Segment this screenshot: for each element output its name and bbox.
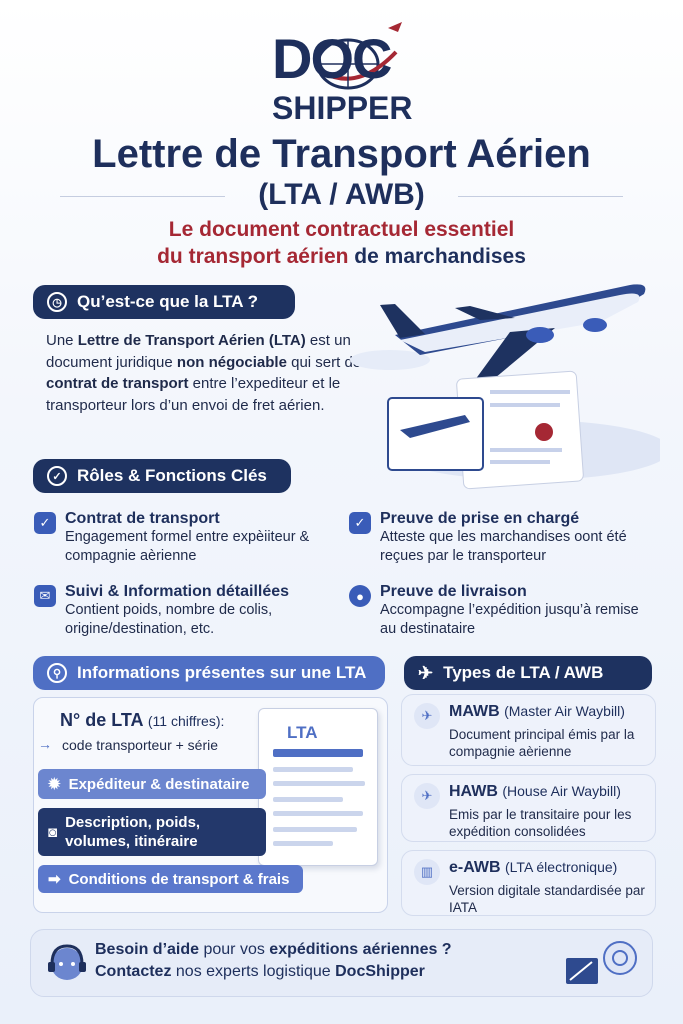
- roles-heading: ✓ Rôles & Fonctions Clés: [33, 459, 291, 493]
- tagline-rest: de marchandises: [348, 245, 526, 268]
- what-t1: Une: [46, 332, 78, 349]
- what-t3: qui sert de: [286, 353, 362, 371]
- plane-icon: ✈: [414, 783, 440, 809]
- footer-t1: pour vos: [199, 941, 270, 958]
- check-icon: ✓: [34, 512, 56, 534]
- role-contract: ✓ Contrat de transport Engagement formel…: [34, 510, 334, 566]
- type-desc: Version digitale standardisée par IATA: [449, 883, 645, 915]
- type-desc: Emis par le transitaire pour les expédit…: [449, 807, 632, 839]
- info-bar-description: ◙ Description, poids, volumes, itinéraire: [38, 808, 266, 856]
- roles-heading-label: Rôles & Fonctions Clés: [77, 466, 267, 485]
- plane-icon: ✈: [418, 662, 434, 683]
- footer-b1: Besoin d’aide: [95, 941, 200, 958]
- lta-number-title: N° de LTA: [60, 710, 143, 730]
- role-desc: Accompagne l’expédition jusqu’à remise a…: [380, 602, 639, 637]
- lta-number-label: N° de LTA (11 chiffres):: [60, 710, 224, 731]
- type-name: e-AWB: [449, 859, 501, 876]
- info-bar-shipper: ✹ Expéditeur & destinataire: [38, 769, 266, 799]
- footer-b2: expéditions aériennes ?: [269, 941, 452, 958]
- role-desc: Engagement formel entre expèiiteur & com…: [65, 529, 310, 564]
- footer-t2: nos experts logistique: [171, 963, 336, 980]
- footer-line2: Contactez nos experts logistique DocShip…: [95, 963, 425, 981]
- info-heading-label: Informations présentes sur une LTA: [77, 663, 367, 682]
- type-desc: Document principal émis par la compagnie…: [449, 727, 635, 759]
- type-full: (LTA électronique): [505, 859, 618, 875]
- role-proof-pickup: ✓ Preuve de prise en chargé Atteste que …: [349, 510, 649, 566]
- logistics-icon: [566, 941, 637, 984]
- type-full: (Master Air Waybill): [504, 703, 625, 719]
- airplane-icon: [380, 284, 646, 380]
- tagline-line2: du transport aérien de marchandises: [0, 245, 683, 269]
- plane-icon: ✈: [414, 703, 440, 729]
- footer-b4: DocShipper: [335, 963, 425, 980]
- device-icon: ▥: [414, 859, 440, 885]
- type-title: e-AWB (LTA électronique): [449, 859, 617, 877]
- info-bar-conditions: ➡ Conditions de transport & frais: [38, 865, 303, 893]
- type-mawb: ✈ MAWB (Master Air Waybill) Document pri…: [401, 694, 656, 766]
- lta-doc-label: LTA: [287, 723, 318, 742]
- types-heading: ✈ Types de LTA / AWB: [404, 656, 652, 690]
- footer-cta[interactable]: [30, 929, 653, 997]
- type-title: HAWB (House Air Waybill): [449, 783, 621, 801]
- type-name: HAWB: [449, 783, 498, 800]
- mail-icon: ✉: [34, 585, 56, 607]
- clock-icon: ◷: [47, 292, 67, 312]
- pin-icon: ●: [349, 585, 371, 607]
- role-desc: Contient poids, nombre de colis, origine…: [65, 602, 273, 637]
- role-title: Preuve de prise en chargé: [380, 510, 580, 527]
- arrow-icon: ➡: [48, 871, 61, 888]
- box-icon: ◙: [48, 823, 58, 841]
- divider-right: [458, 196, 623, 197]
- type-eawb: ▥ e-AWB (LTA électronique) Version digit…: [401, 850, 656, 916]
- what-description: Une Lettre de Transport Aérien (LTA) est…: [46, 330, 366, 416]
- footer-line1: Besoin d’aide pour vos expéditions aérie…: [95, 941, 452, 959]
- shield-icon: ✓: [47, 466, 67, 486]
- role-tracking: ✉ Suivi & Information détaillées Contien…: [34, 583, 334, 639]
- type-title: MAWB (Master Air Waybill): [449, 703, 625, 721]
- lta-document-illustration: LTA: [258, 708, 378, 866]
- type-hawb: ✈ HAWB (House Air Waybill) Emis par le t…: [401, 774, 656, 842]
- airplane-document-illustration: [350, 284, 660, 490]
- lta-number-count: (11 chiffres):: [147, 713, 225, 729]
- types-heading-label: Types de LTA / AWB: [443, 663, 604, 682]
- what-heading-label: Qu’est-ce que la LTA ?: [77, 292, 259, 311]
- docshipper-logo: DOC SHIPPER: [268, 8, 418, 126]
- type-name: MAWB: [449, 703, 500, 720]
- what-b3: contrat de transport: [46, 375, 189, 392]
- info-bar-label: Expéditeur & destinataire: [68, 775, 250, 793]
- what-t4: entre l’expediteur et le transporteur lo…: [46, 375, 341, 414]
- tagline-line1: Le document contractuel essentiel: [168, 218, 515, 241]
- what-b2: non négociable: [176, 353, 287, 371]
- logo-shipper-text: SHIPPER: [272, 90, 413, 126]
- role-proof-delivery: ● Preuve de livraison Accompagne l’expéd…: [349, 583, 649, 639]
- what-heading: ◷ Qu’est-ce que la LTA ?: [33, 285, 295, 319]
- arrow-right-icon: →: [38, 736, 52, 752]
- divider-left: [60, 196, 225, 197]
- role-title: Suivi & Information détaillées: [65, 583, 290, 600]
- info-bar-label: Description, poids, volumes, itinéraire: [65, 814, 201, 850]
- page-subtitle: (LTA / AWB): [258, 178, 425, 211]
- gear-icon: ✹: [48, 776, 61, 793]
- footer-b3: Contactez: [95, 963, 172, 980]
- logo-doc-text: DOC: [272, 27, 392, 90]
- type-full: (House Air Waybill): [502, 783, 621, 799]
- what-b1: Lettre de Transport Aérien (LTA): [77, 332, 306, 349]
- role-title: Preuve de livraison: [380, 583, 527, 600]
- tagline-red: du transport aérien: [157, 245, 349, 268]
- lta-number-desc: code transporteur + série: [62, 737, 219, 753]
- what-t2: est un document juridique: [46, 332, 351, 371]
- role-title: Contrat de transport: [65, 510, 220, 527]
- search-icon: ⚲: [47, 663, 67, 683]
- headset-icon: [48, 944, 86, 980]
- info-heading: ⚲ Informations présentes sur une LTA: [33, 656, 385, 690]
- role-desc: Atteste que les marchandises oont été re…: [380, 529, 627, 564]
- info-bar-label: Conditions de transport & frais: [68, 870, 290, 888]
- globe-icon: [316, 22, 402, 90]
- page-title: Lettre de Transport Aérien: [92, 132, 591, 176]
- check-icon: ✓: [349, 512, 371, 534]
